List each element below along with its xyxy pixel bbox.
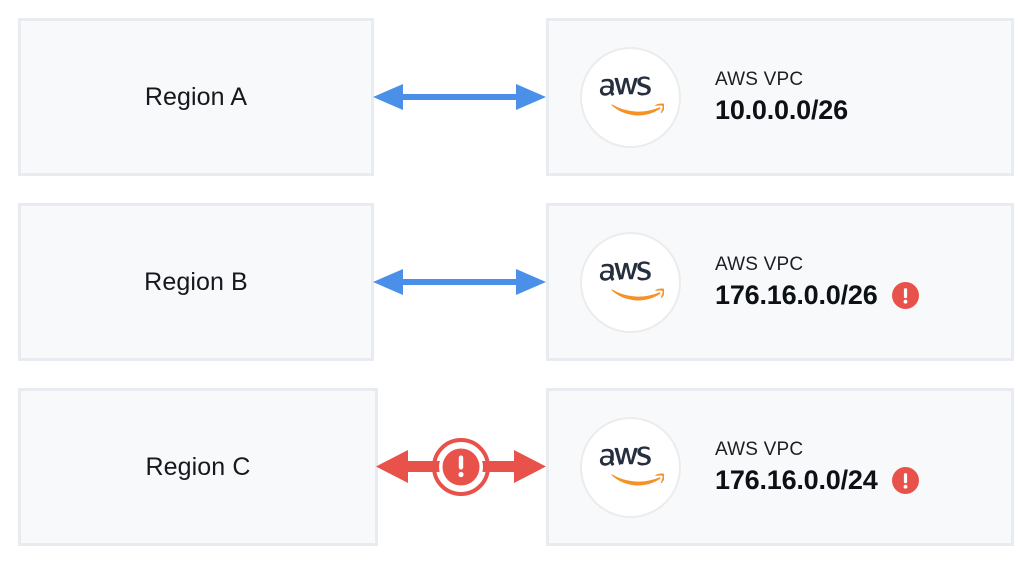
diagram-row: Region C [0,388,1032,548]
aws-logo-icon [580,416,681,518]
vpc-text-block: AWS VPC 10.0.0.0/26 [715,68,848,126]
vpc-kind-label: AWS VPC [715,254,804,276]
vpc-text-block: AWS VPC 176.16.0.0/24 [715,438,919,496]
region-label: Region C [145,452,251,481]
aws-logo-icon [580,46,681,148]
vpc-card-b[interactable]: AWS VPC 176.16.0.0/26 [546,203,1014,361]
vpc-cidr-line: 10.0.0.0/26 [715,95,848,126]
vpc-cidr-value: 176.16.0.0/26 [715,279,878,310]
vpc-card-c[interactable]: AWS VPC 176.16.0.0/24 [546,388,1014,546]
vpc-cidr-line: 176.16.0.0/24 [715,465,919,496]
connector-b [373,203,546,361]
aws-logo-icon [580,231,681,333]
alert-exclamation-icon[interactable] [891,281,919,309]
region-label: Region A [144,82,248,111]
diagram-row: Region A [0,18,1032,178]
vpc-card-a[interactable]: AWS VPC 10.0.0.0/26 [546,18,1014,176]
connector-c [376,388,546,546]
region-card-a[interactable]: Region A [18,18,374,176]
vpc-cidr-line: 176.16.0.0/26 [715,280,919,311]
double-headed-arrow-icon [373,84,546,110]
region-card-c[interactable]: Region C [18,388,378,546]
region-label: Region B [144,267,248,296]
region-card-b[interactable]: Region B [18,203,374,361]
vpc-text-block: AWS VPC 176.16.0.0/26 [715,253,919,311]
alert-exclamation-icon[interactable] [891,466,919,494]
vpc-kind-label: AWS VPC [715,439,804,461]
vpc-cidr-value: 176.16.0.0/24 [715,464,878,495]
diagram-row: Region B [0,203,1032,363]
vpc-kind-label: AWS VPC [715,69,804,91]
double-headed-arrow-icon [373,269,546,295]
alert-exclamation-ring-icon[interactable] [432,438,490,496]
connector-a [373,18,546,176]
vpc-cidr-value: 10.0.0.0/26 [715,94,848,125]
